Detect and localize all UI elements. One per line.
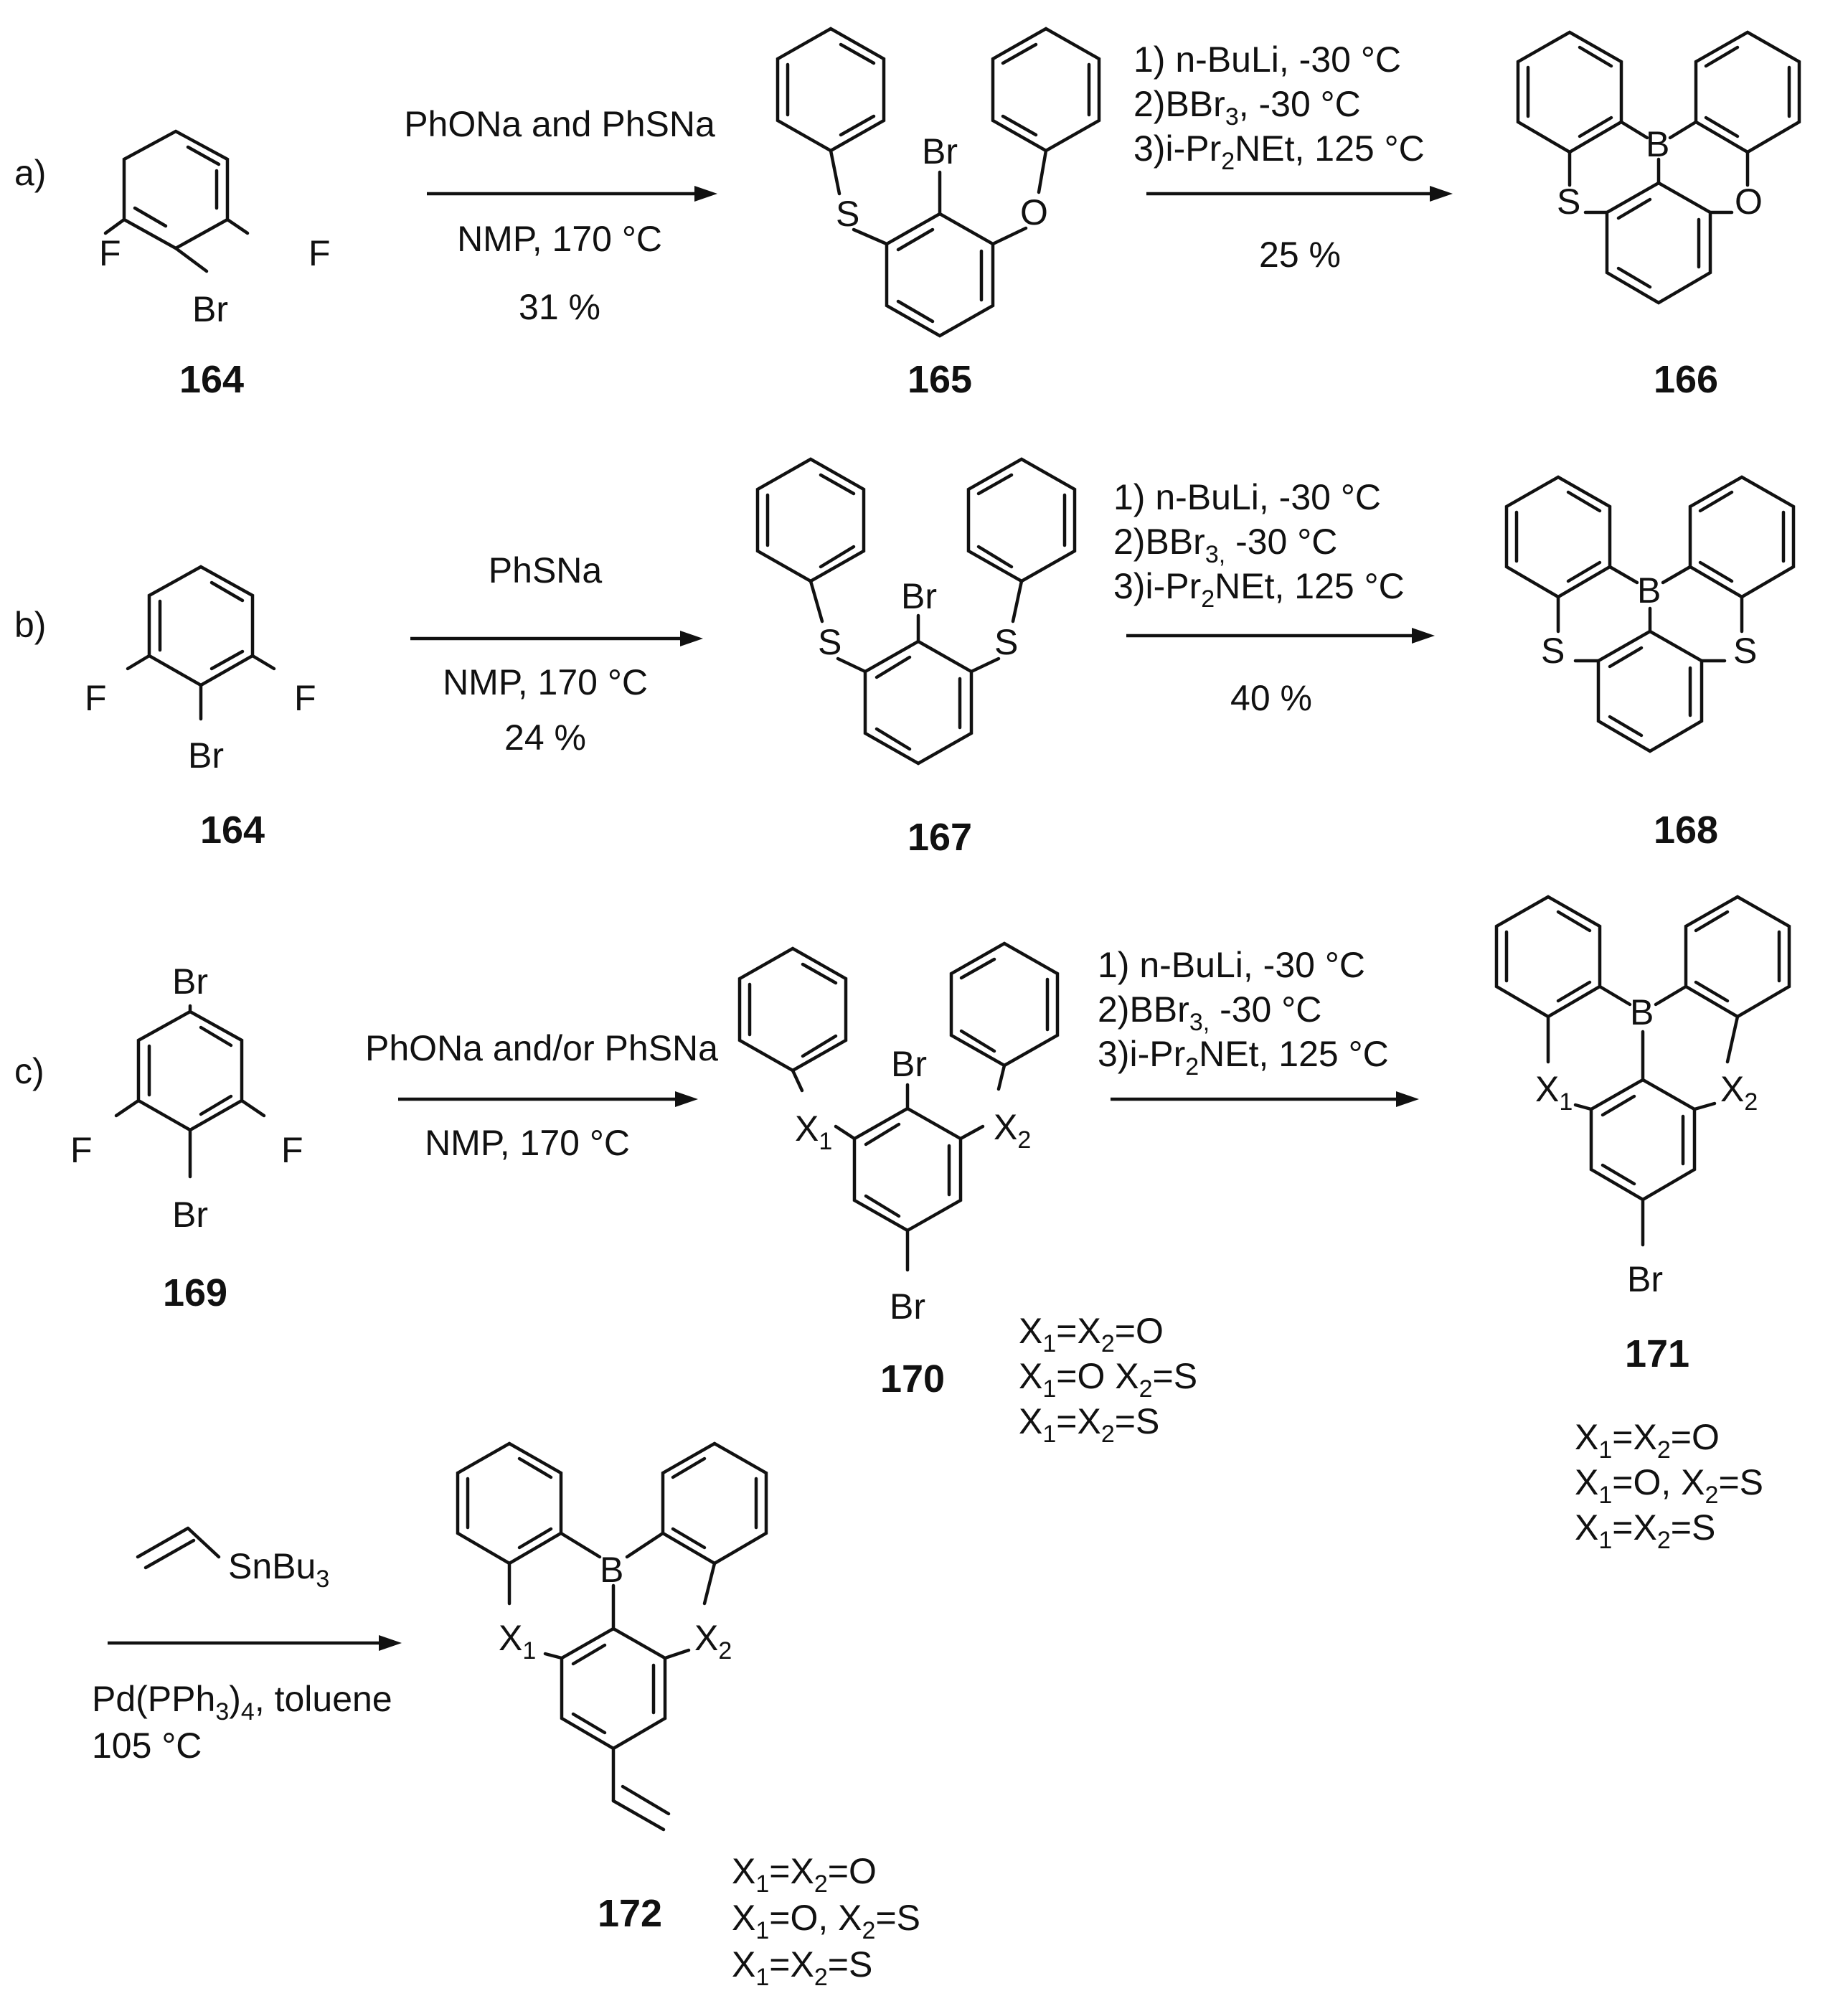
step-b2-2: 2)BBr3, -30 °C: [1113, 522, 1337, 568]
compound-label-164: 164: [179, 358, 244, 401]
variant-row: X1=X2=O: [1575, 1417, 1720, 1464]
compound-label-164: 164: [200, 809, 265, 852]
conditions-c3: Pd(PPh3)4, toluene: [92, 1679, 392, 1726]
compound-label-167: 167: [908, 816, 972, 859]
atom-x2: X2: [694, 1618, 732, 1665]
reagents-b1: PhSNa: [489, 550, 603, 590]
arrow-head: [680, 631, 703, 646]
variants-170: X1=X2=O X1=O X2=S X1=X2=S: [1019, 1311, 1197, 1448]
atom-f: F: [294, 678, 316, 718]
step-b2-1: 1) n-BuLi, -30 °C: [1113, 477, 1381, 517]
atom-br: Br: [922, 131, 958, 171]
yield-a2: 25 %: [1259, 235, 1341, 275]
atom-s: S: [1557, 182, 1580, 222]
atom-x1: X1: [795, 1108, 832, 1155]
atom-br: Br: [188, 735, 224, 776]
atom-b: B: [1646, 124, 1669, 164]
vinyl-stannane-reagent: [136, 1526, 221, 1570]
step-a2-2: 2)BBr3, -30 °C: [1133, 84, 1361, 131]
compound-171-structure: B X1 X2 Br: [1494, 895, 1791, 1299]
conditions-b1: NMP, 170 °C: [443, 662, 648, 702]
compound-label-168: 168: [1654, 809, 1718, 852]
variant-row: X1=O, X2=S: [732, 1898, 920, 1944]
reagent-c3: SnBu3: [228, 1546, 329, 1593]
atom-f: F: [281, 1130, 303, 1170]
conditions-a1: NMP, 170 °C: [457, 219, 662, 259]
atom-br: Br: [890, 1286, 925, 1327]
variant-row: X1=X2=O: [1019, 1311, 1164, 1357]
atom-f: F: [99, 233, 121, 273]
conditions-c1: NMP, 170 °C: [425, 1123, 630, 1163]
step-c2-2: 2)BBr3, -30 °C: [1098, 989, 1321, 1036]
compound-167-structure: S S Br: [755, 457, 1077, 766]
atom-s: S: [836, 194, 859, 234]
part-label-a: a): [14, 153, 46, 193]
atom-b: B: [600, 1550, 623, 1590]
atom-br: Br: [172, 961, 208, 1002]
step-a2-3: 3)i-Pr2NEt, 125 °C: [1133, 128, 1425, 175]
atom-br: Br: [192, 289, 228, 329]
reagents-a1: PhONa and PhSNa: [404, 104, 715, 144]
step-b2-3: 3)i-Pr2NEt, 125 °C: [1113, 566, 1405, 613]
yield-b1: 24 %: [504, 717, 586, 758]
arrow-head: [694, 186, 717, 202]
yield-b2: 40 %: [1230, 678, 1312, 718]
variant-row: X1=X2=S: [732, 1944, 872, 1991]
part-label-b: b): [14, 605, 46, 645]
step-c2-1: 1) n-BuLi, -30 °C: [1098, 945, 1365, 985]
compound-166-structure: B S O: [1516, 30, 1801, 305]
atom-f: F: [308, 233, 331, 273]
atom-f: F: [85, 678, 107, 718]
atom-b: B: [1637, 570, 1661, 611]
variant-row: X1=O, X2=S: [1575, 1462, 1763, 1509]
step-a2-1: 1) n-BuLi, -30 °C: [1133, 39, 1401, 80]
atom-o: O: [1020, 192, 1048, 232]
atom-br: Br: [891, 1044, 927, 1084]
atom-s: S: [1733, 631, 1757, 671]
atom-s: S: [994, 622, 1018, 662]
atom-x2: X2: [994, 1107, 1031, 1154]
variant-row: X1=X2=S: [1019, 1401, 1159, 1448]
variant-row: X1=X2=S: [1575, 1507, 1715, 1554]
arrow-head: [1412, 628, 1435, 644]
yield-a1: 31 %: [519, 287, 600, 327]
variants-171: X1=X2=O X1=O, X2=S X1=X2=S: [1575, 1417, 1763, 1554]
compound-172-structure: B X1 X2: [456, 1441, 768, 1832]
variant-row: X1=X2=O: [732, 1851, 877, 1898]
compound-169-structure: Br F F Br: [70, 961, 303, 1235]
arrow-head: [675, 1091, 698, 1107]
part-label-c: c): [14, 1051, 44, 1091]
step-c2-3: 3)i-Pr2NEt, 125 °C: [1098, 1034, 1389, 1081]
atom-x1: X1: [1535, 1069, 1573, 1116]
atom-x2: X2: [1720, 1069, 1758, 1116]
atom-s: S: [818, 622, 842, 662]
variant-row: X1=O X2=S: [1019, 1356, 1197, 1403]
compound-170-structure: Br X1 X2 Br: [737, 941, 1060, 1327]
variants-172: X1=X2=O X1=O, X2=S X1=X2=S: [732, 1851, 920, 1991]
compound-label-172: 172: [598, 1892, 662, 1935]
atom-f: F: [70, 1130, 93, 1170]
arrow-head: [379, 1635, 402, 1651]
arrow-head: [1396, 1091, 1419, 1107]
atom-s: S: [1541, 631, 1565, 671]
compound-label-165: 165: [908, 358, 972, 401]
atom-br: Br: [901, 576, 937, 616]
atom-o: O: [1735, 182, 1763, 222]
atom-x1: X1: [499, 1618, 536, 1665]
compound-label-166: 166: [1654, 358, 1718, 401]
atom-br: Br: [1627, 1259, 1663, 1299]
atom-br: Br: [172, 1195, 208, 1235]
atom-b: B: [1630, 992, 1654, 1032]
compound-164-structure: F F Br: [99, 129, 331, 329]
compound-label-169: 169: [163, 1271, 227, 1314]
temperature-c3: 105 °C: [92, 1726, 202, 1766]
compound-165-structure: S O Br: [776, 27, 1101, 338]
compound-label-171: 171: [1625, 1332, 1689, 1375]
reagents-c1: PhONa and/or PhSNa: [365, 1028, 718, 1068]
compound-164-structure: F F Br: [85, 565, 316, 776]
compound-168-structure: B S S: [1504, 475, 1796, 753]
compound-label-170: 170: [880, 1357, 945, 1401]
arrow-head: [1430, 186, 1453, 202]
